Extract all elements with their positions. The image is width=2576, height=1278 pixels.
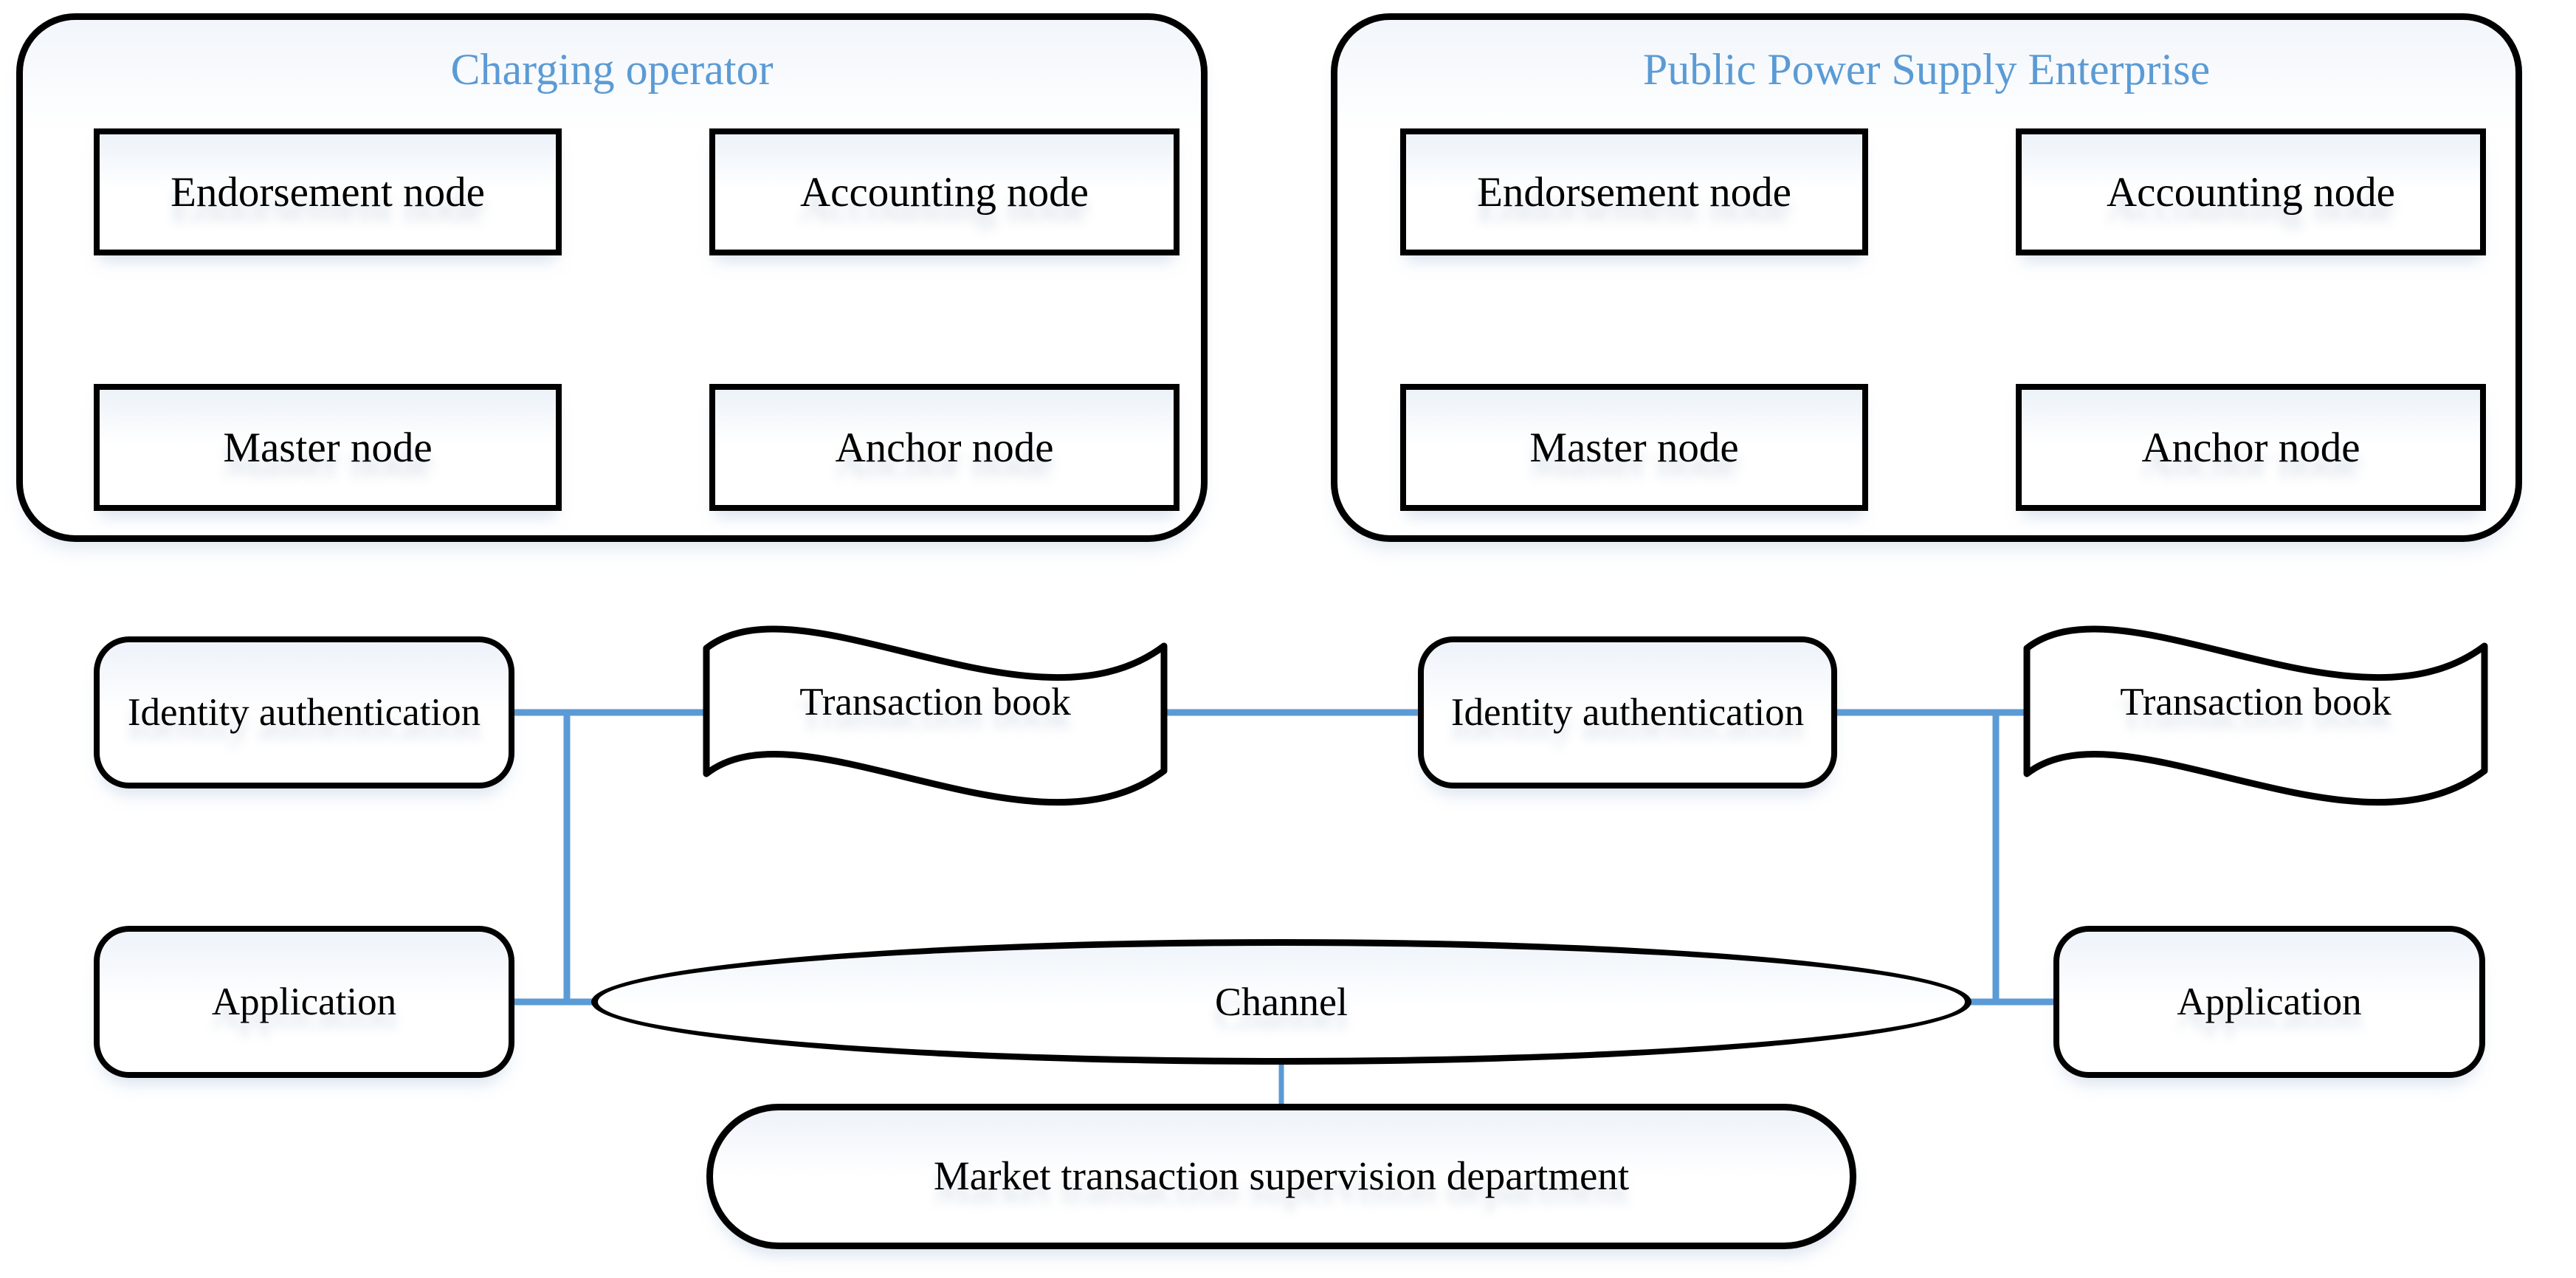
transaction-book-right: Transaction book: [2022, 622, 2489, 806]
org-public-power-supply-title: Public Power Supply Enterprise: [1642, 45, 2211, 94]
market-supervision-department-label: Market transaction supervision departmen…: [933, 1153, 1630, 1199]
master-node-right: Master node: [1400, 384, 1868, 511]
endorsement-node-right: Endorsement node: [1400, 128, 1868, 255]
market-supervision-department: Market transaction supervision departmen…: [706, 1104, 1856, 1249]
wave-shape-right: [2023, 625, 2488, 806]
accounting-node-right: Accounting node: [2016, 128, 2486, 255]
master-node-left-label: Master node: [223, 424, 433, 471]
identity-authentication-left: Identity authentication: [94, 636, 514, 789]
endorsement-node-left: Endorsement node: [94, 128, 562, 255]
identity-authentication-left-label: Identity authentication: [127, 690, 481, 734]
channel-ellipse: Channel: [591, 939, 1971, 1065]
accounting-node-left-label: Accounting node: [800, 168, 1089, 216]
application-right-label: Application: [2177, 980, 2362, 1023]
accounting-node-left: Accounting node: [709, 128, 1179, 255]
endorsement-node-left-label: Endorsement node: [171, 168, 485, 216]
anchor-node-right-label: Anchor node: [2141, 424, 2360, 471]
channel-label: Channel: [1215, 980, 1348, 1024]
anchor-node-right: Anchor node: [2016, 384, 2486, 511]
identity-authentication-right: Identity authentication: [1418, 636, 1837, 789]
anchor-node-left-label: Anchor node: [835, 424, 1054, 471]
identity-authentication-right-label: Identity authentication: [1450, 690, 1805, 734]
transaction-book-left: Transaction book: [702, 622, 1168, 806]
transaction-book-left-label: Transaction book: [799, 680, 1071, 724]
endorsement-node-right-label: Endorsement node: [1477, 168, 1791, 216]
accounting-node-right-label: Accounting node: [2107, 168, 2395, 216]
wave-shape-left: [703, 625, 1168, 806]
master-node-right-label: Master node: [1529, 424, 1739, 471]
transaction-book-right-label: Transaction book: [2120, 680, 2391, 724]
application-left: Application: [94, 926, 514, 1078]
application-right: Application: [2053, 926, 2485, 1078]
org-charging-operator-title: Charging operator: [450, 45, 774, 94]
master-node-left: Master node: [94, 384, 562, 511]
application-left-label: Application: [211, 980, 397, 1023]
anchor-node-left: Anchor node: [709, 384, 1179, 511]
